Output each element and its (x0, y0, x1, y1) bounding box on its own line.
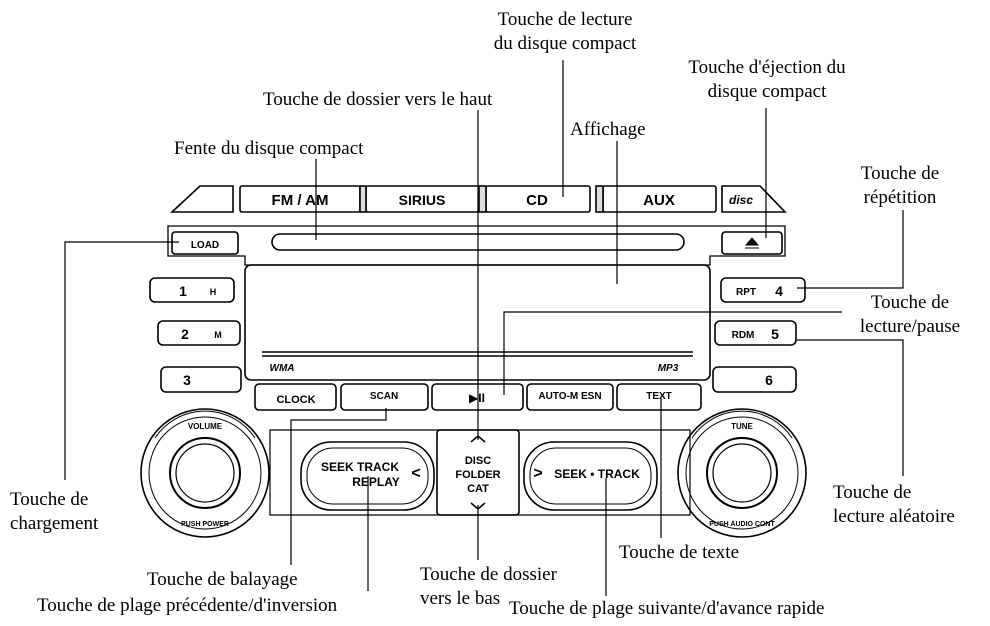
load-button (171, 231, 239, 255)
auto-m-esn-label: AUTO-M ESN (538, 391, 601, 402)
blank-top-button (169, 185, 234, 213)
auto-m-esn-button (526, 383, 614, 411)
preset-3-button (160, 366, 242, 393)
eject-button (721, 231, 783, 255)
disc-logo-box (721, 185, 787, 213)
preset-3-number: 3 (183, 372, 191, 388)
cd-label: CD (526, 192, 548, 209)
seek-track-right-button (523, 441, 658, 511)
seek-left-line1: SEEK TRACK (321, 460, 399, 474)
preset-4-button (720, 277, 806, 303)
rocker-folder: FOLDER (455, 469, 500, 481)
seek-right-label: SEEK • TRACK (554, 467, 640, 481)
rocker-cat: CAT (467, 483, 489, 495)
scan-button (340, 383, 429, 411)
text-button (616, 383, 702, 411)
tune-bottom-label: PUSH AUDIO CONT (709, 521, 775, 528)
preset-6-number: 6 (765, 372, 773, 388)
scan-label: SCAN (370, 391, 398, 402)
clock-button (254, 383, 337, 411)
preset-4-number: 4 (775, 283, 783, 299)
preset-4-sub: RPT (736, 287, 756, 298)
clock-label: CLOCK (276, 394, 315, 406)
label-disc-slot: Fente du disque compact (174, 138, 364, 159)
rocker-disc: DISC (465, 455, 491, 467)
label-next-ff: Touche de plage suivante/d'avance rapide (509, 598, 825, 619)
disc-logo: disc (729, 193, 753, 207)
text-label: TEXT (646, 391, 672, 402)
preset-2-sub: M (214, 330, 222, 340)
aux-label: AUX (643, 192, 675, 209)
load-label: LOAD (191, 240, 219, 251)
label-folder-up: Touche de dossier vers le haut (263, 89, 493, 110)
label-text-key: Touche de texte (619, 542, 740, 563)
sirius-label: SIRIUS (399, 192, 446, 208)
svg-text:<: < (411, 465, 420, 482)
label-display: Affichage (570, 119, 646, 140)
preset-2-number: 2 (181, 326, 189, 342)
preset-1-number: 1 (179, 283, 187, 299)
play-pause-label: ▶II (469, 391, 485, 405)
preset-2-button (157, 320, 241, 346)
tune-top-label: TUNE (731, 422, 753, 431)
label-prev-replay: Touche de plage précédente/d'inversion (37, 595, 338, 616)
preset-6-button (712, 366, 797, 393)
volume-bottom-label: PUSH POWER (181, 521, 229, 528)
preset-5-button (714, 320, 797, 346)
volume-knob-ring (140, 408, 270, 538)
preset-1-sub: H (210, 287, 217, 297)
mp3-mark: MP3 (658, 363, 679, 374)
preset-5-sub: RDM (732, 330, 755, 341)
preset-5-number: 5 (771, 326, 779, 342)
fm-am-label: FM / AM (272, 192, 329, 209)
wma-mark: WMA (270, 363, 295, 374)
tune-knob-ring (677, 408, 807, 538)
label-scan: Touche de balayage (147, 569, 298, 590)
seek-left-line2: REPLAY (352, 475, 400, 489)
volume-top-label: VOLUME (188, 422, 223, 431)
svg-text:>: > (533, 465, 542, 482)
preset-1-button (149, 277, 235, 303)
